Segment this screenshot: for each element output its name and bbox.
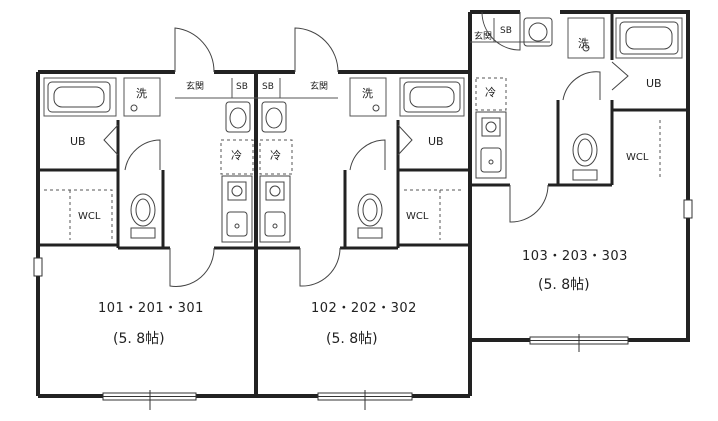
washbasin-icon (225, 17, 553, 133)
sink-icon (226, 147, 502, 237)
unit2-shoebox-label: SB (262, 82, 274, 92)
unit1-closet-label: WCL (78, 211, 101, 222)
unit1-entrance-label: 玄関 (186, 82, 205, 92)
partition-lines (43, 17, 683, 117)
interior-walls (38, 12, 688, 250)
unit3-size: (5. 8帖) (538, 277, 590, 293)
unit3-room-numbers: 103・203・303 (522, 249, 628, 264)
washer-icon (130, 44, 590, 112)
unit3-fridge-label: 冷 (485, 86, 496, 99)
unit3-laundry-label: 洗 (578, 37, 589, 50)
unit3-entrance-label: 玄関 (474, 32, 493, 42)
unit2-closet-label: WCL (406, 211, 429, 222)
unit2-laundry-label: 洗 (362, 87, 373, 100)
unit1-room-numbers: 101・201・301 (98, 301, 204, 316)
bathtub-icon (47, 21, 679, 113)
dashed-outlines (44, 77, 661, 240)
unit2-size: (5. 8帖) (326, 331, 378, 347)
exterior-walls (36, 10, 690, 398)
unit2-entrance-label: 玄関 (310, 82, 329, 92)
door-swing-icon (103, 11, 629, 287)
unit1-shoebox-label: SB (236, 82, 248, 92)
unit3-bath-label: UB (646, 77, 662, 90)
unit1-bath-label: UB (70, 135, 86, 148)
unit1-laundry-label: 洗 (136, 87, 147, 100)
unit2-bath-label: UB (428, 135, 444, 148)
toilet-icon (130, 133, 598, 239)
unit1-fridge-label: 冷 (231, 149, 242, 162)
unit3-closet-label: WCL (626, 152, 649, 163)
unit2-room-numbers: 102・202・302 (311, 301, 417, 316)
unit3-shoebox-label: SB (500, 26, 512, 36)
unit1-size: (5. 8帖) (113, 331, 165, 347)
kitchen-counters (221, 111, 507, 243)
stove-icon (227, 117, 501, 201)
unit2-fridge-label: 冷 (270, 149, 281, 162)
window-icon (33, 199, 693, 410)
